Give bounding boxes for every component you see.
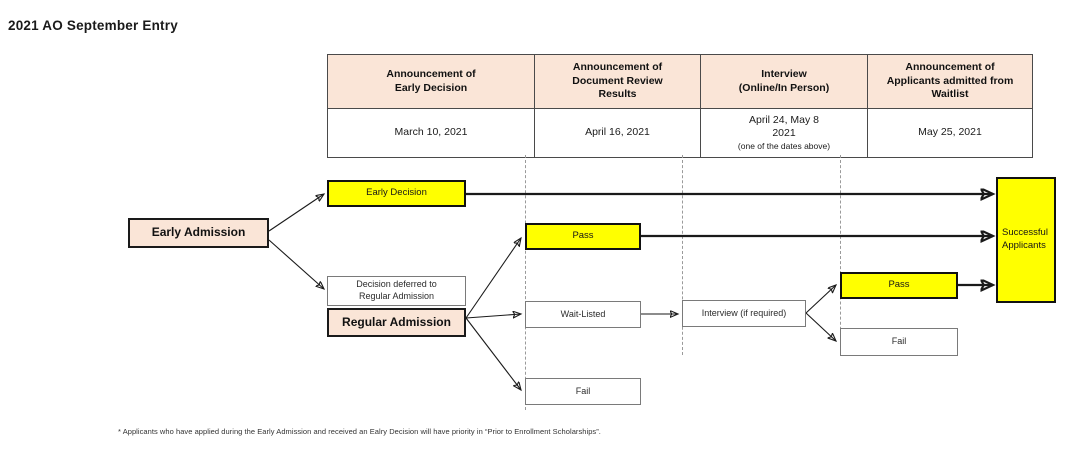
node-wait-listed[interactable]: Wait-Listed: [525, 301, 641, 328]
node-label-line: Applicants: [1002, 240, 1046, 251]
node-decision-deferred[interactable]: Decision deferred to Regular Admission: [327, 276, 466, 306]
node-early-decision[interactable]: Early Decision: [327, 180, 466, 207]
node-label: Early Admission: [151, 225, 246, 240]
date-line: April 24, May 8: [748, 113, 820, 126]
node-successful-applicants[interactable]: Successful Applicants: [996, 177, 1056, 303]
header-line: Announcement of: [386, 68, 476, 81]
node-label: Successful Applicants: [1002, 227, 1048, 253]
header-line: Results: [598, 88, 637, 101]
schedule-header-row: Announcement of Early Decision Announcem…: [327, 54, 1033, 109]
node-interview-pass[interactable]: Pass: [840, 272, 958, 299]
schedule-date-row: March 10, 2021 April 16, 2021 April 24, …: [327, 108, 1033, 158]
header-line: (Online/In Person): [738, 81, 830, 94]
header-line: Interview: [761, 68, 807, 81]
header-line: Announcement of: [905, 61, 995, 74]
node-label: Wait-Listed: [560, 308, 606, 319]
node-document-pass[interactable]: Pass: [525, 223, 641, 250]
node-label: Fail: [891, 336, 907, 347]
schedule-header-cell-document-review: Announcement of Document Review Results: [534, 54, 701, 109]
column-guide-waitlist: [840, 155, 841, 355]
schedule-table: Announcement of Early Decision Announcem…: [327, 54, 1033, 158]
header-line: Announcement of: [572, 61, 663, 74]
node-interview-fail[interactable]: Fail: [840, 328, 958, 356]
schedule-date-cell-early-decision: March 10, 2021: [327, 108, 535, 158]
schedule-header-cell-early-decision: Announcement of Early Decision: [327, 54, 535, 109]
node-label: Fail: [575, 385, 591, 396]
header-line: Waitlist: [931, 88, 969, 101]
node-regular-admission[interactable]: Regular Admission: [327, 308, 466, 337]
node-label-line: Successful: [1002, 227, 1048, 239]
node-label: Early Decision: [366, 187, 427, 199]
schedule-header-cell-interview: Interview (Online/In Person): [700, 54, 868, 109]
node-label: Regular Admission: [342, 314, 451, 329]
schedule-header-cell-waitlist: Announcement of Applicants admitted from…: [867, 54, 1033, 109]
node-label: Decision deferred to Regular Admission: [356, 279, 437, 302]
node-document-fail[interactable]: Fail: [525, 378, 641, 405]
date-line: March 10, 2021: [394, 126, 468, 139]
node-label-line: Regular Admission: [358, 291, 435, 301]
header-line: Applicants admitted from: [886, 74, 1014, 87]
node-label: Pass: [888, 279, 910, 291]
column-guide-document-review: [525, 155, 526, 410]
schedule-date-cell-waitlist: May 25, 2021: [867, 108, 1033, 158]
schedule-date-cell-document-review: April 16, 2021: [534, 108, 701, 158]
date-line: April 16, 2021: [585, 126, 650, 139]
footnote: * Applicants who have applied during the…: [118, 427, 601, 436]
node-label: Interview (if required): [701, 307, 787, 318]
column-guide-interview: [682, 155, 683, 355]
date-note: (one of the dates above): [737, 140, 831, 151]
node-label: Pass: [572, 230, 594, 242]
header-line: Document Review: [572, 74, 663, 87]
node-label-line: Decision deferred to: [356, 279, 437, 290]
header-line: Early Decision: [394, 81, 468, 94]
date-line: 2021: [772, 127, 796, 140]
node-early-admission[interactable]: Early Admission: [128, 218, 269, 248]
schedule-date-cell-interview: April 24, May 8 2021 (one of the dates a…: [700, 108, 868, 158]
date-line: May 25, 2021: [918, 126, 982, 139]
node-interview[interactable]: Interview (if required): [682, 300, 806, 327]
page-title: 2021 AO September Entry: [8, 18, 178, 33]
